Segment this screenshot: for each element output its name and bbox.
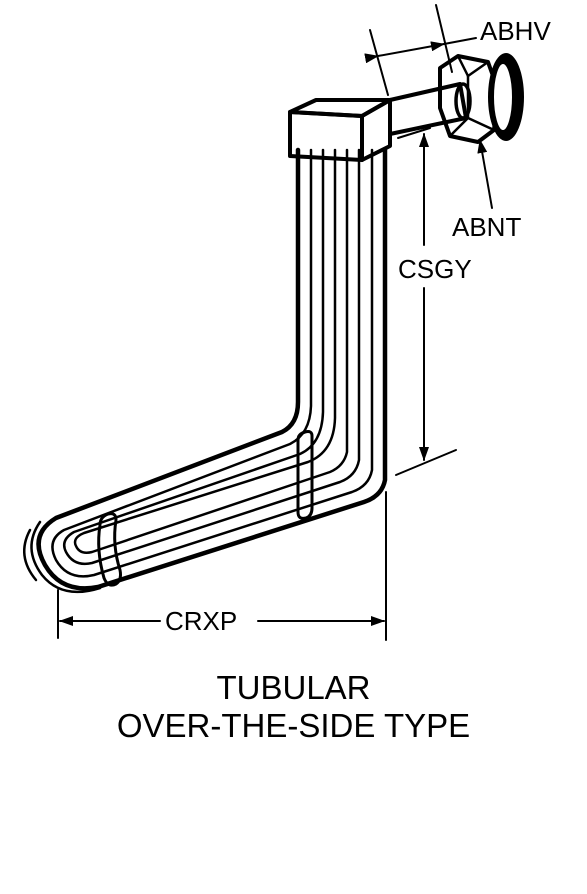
dimension-crxp bbox=[57, 491, 387, 641]
label-crxp: CRXP bbox=[165, 606, 237, 636]
label-csgy: CSGY bbox=[398, 254, 472, 284]
dimension-abhv bbox=[364, 4, 477, 96]
dimension-csgy bbox=[395, 127, 457, 476]
label-abnt: ABNT bbox=[452, 212, 521, 242]
terminal-box bbox=[288, 98, 392, 162]
dimension-abnt bbox=[477, 139, 493, 209]
hex-nut bbox=[438, 53, 524, 144]
support-clips bbox=[97, 430, 314, 587]
caption-line-1: TUBULAR bbox=[216, 669, 371, 706]
caption-line-2: OVER-THE-SIDE TYPE bbox=[116, 707, 471, 744]
label-abhv: ABHV bbox=[480, 16, 551, 46]
mounting-pipe bbox=[388, 82, 472, 136]
heating-tubes bbox=[23, 147, 388, 594]
